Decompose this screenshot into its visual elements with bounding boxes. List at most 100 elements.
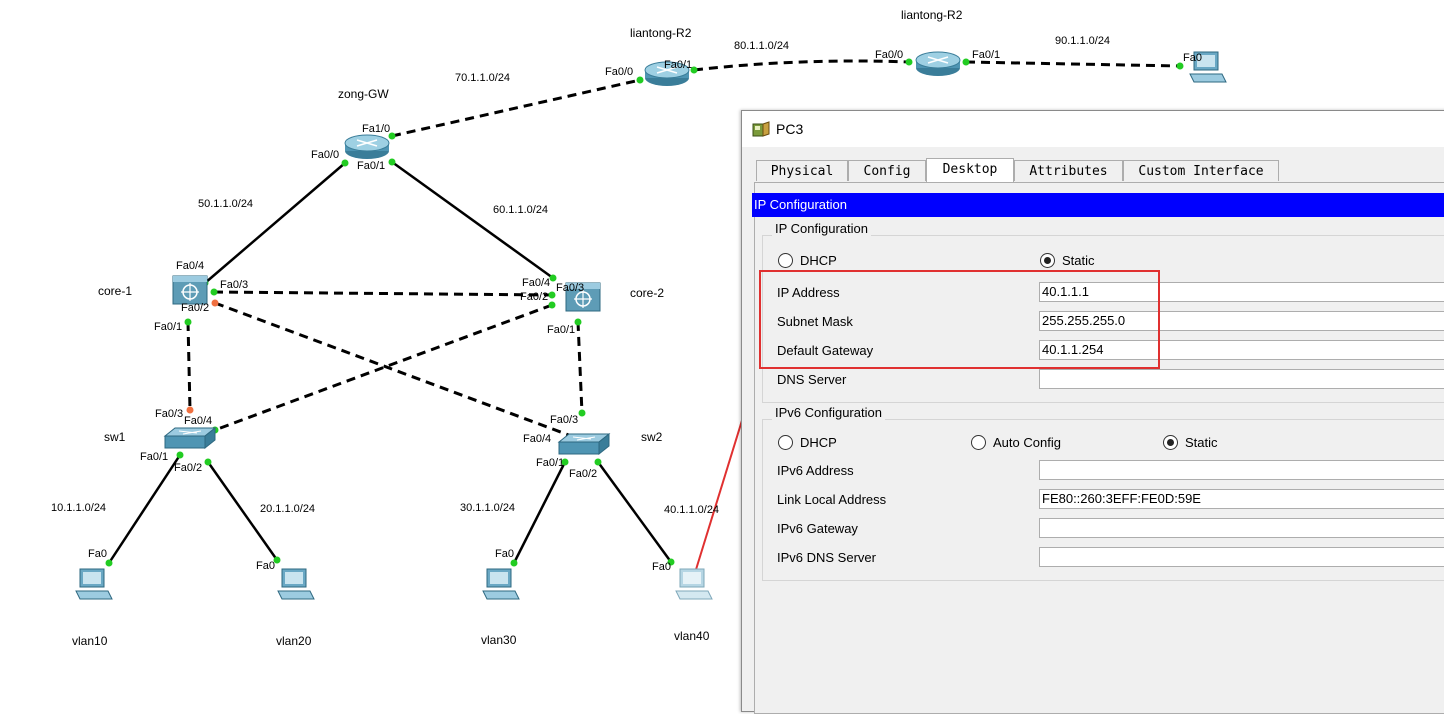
link-r2a-r2b — [693, 59, 910, 72]
port-label: Fa0/4 — [184, 415, 213, 427]
ipv4-group-title: IP Configuration — [772, 221, 871, 236]
ipv6-dhcp-label: DHCP — [800, 435, 837, 450]
link-core1-sw1 — [186, 321, 192, 411]
port-label: Fa0/1 — [357, 160, 386, 172]
subnet-label: 50.1.1.0/24 — [198, 198, 254, 210]
radio-selected-dot — [1167, 439, 1174, 446]
ipv4-static-radio[interactable] — [1040, 253, 1055, 268]
tab-physical[interactable]: Physical — [756, 160, 848, 181]
pc-icon — [1189, 51, 1227, 83]
window-titlebar[interactable]: PC3 — [742, 111, 1444, 147]
subnet-label: 80.1.1.0/24 — [734, 40, 790, 52]
port-label: Fa0 — [652, 561, 671, 573]
link-local-address-label: Link Local Address — [777, 492, 887, 507]
network-topology-canvas[interactable] — [0, 0, 1444, 687]
port-label: Fa0/0 — [605, 66, 634, 78]
default-gateway-field[interactable]: 40.1.1.254 — [1039, 340, 1444, 360]
device-label-vlan30: vlan30 — [481, 633, 517, 647]
subnet-label: 70.1.1.0/24 — [455, 72, 511, 84]
tab-config[interactable]: Config — [848, 160, 926, 181]
tab-attributes[interactable]: Attributes — [1014, 160, 1123, 181]
pc-icon — [75, 568, 113, 600]
port-label: Fa0/3 — [155, 408, 184, 420]
port-label: Fa0/2 — [520, 291, 549, 303]
ipv6-dns-server-field[interactable] — [1039, 547, 1444, 567]
window-title: PC3 — [776, 121, 804, 137]
port-label: Fa0/2 — [174, 462, 203, 474]
ipv4-dhcp-label: DHCP — [800, 253, 837, 268]
link-local-address-field[interactable]: FE80::260:3EFF:FE0D:59E — [1039, 489, 1444, 509]
port-label: Fa0/1 — [547, 324, 576, 336]
port-label: Fa1/0 — [362, 123, 391, 135]
device-label-core-2: core-2 — [630, 286, 665, 300]
device-label-zong-gw: zong-GW — [338, 87, 389, 101]
router-icon — [644, 61, 690, 86]
subnet-label: 30.1.1.0/24 — [460, 502, 516, 514]
device-label-sw2: sw2 — [641, 430, 663, 444]
link-r2b-pc — [965, 60, 1181, 68]
link-sw2-pc40 — [596, 461, 673, 563]
dns-server-field[interactable] — [1039, 369, 1444, 389]
switch-icon — [163, 426, 217, 450]
ip-address-label: IP Address — [777, 285, 840, 300]
port-label: Fa0/1 — [154, 321, 183, 333]
ip-address-field[interactable]: 40.1.1.1 — [1039, 282, 1444, 302]
subnet-label: 60.1.1.0/24 — [493, 204, 549, 216]
ipv6-gateway-field[interactable] — [1039, 518, 1444, 538]
port-label: Fa0/0 — [875, 49, 904, 61]
subnet-mask-field[interactable]: 255.255.255.0 — [1039, 311, 1444, 331]
ipv6-config-group — [762, 419, 1444, 581]
port-label: Fa0/0 — [311, 149, 340, 161]
link-gw-core1 — [204, 162, 346, 284]
port-label: Fa0/2 — [569, 468, 598, 480]
ipv6-auto-config-radio[interactable] — [971, 435, 986, 450]
pc3-window[interactable]: PC3 Physical Config Desktop Attributes C… — [741, 110, 1444, 714]
port-label: Fa0/1 — [664, 59, 693, 71]
ipv6-dhcp-radio[interactable] — [778, 435, 793, 450]
port-label: Fa0/3 — [556, 282, 585, 294]
multilayer-switch-icon — [172, 275, 208, 305]
ipv6-gateway-label: IPv6 Gateway — [777, 521, 858, 536]
router-icon — [915, 51, 961, 76]
port-label: Fa0/1 — [972, 49, 1001, 61]
port-label: Fa0/3 — [550, 414, 579, 426]
subnet-mask-label: Subnet Mask — [777, 314, 853, 329]
radio-selected-dot — [1044, 257, 1051, 264]
ipv6-group-title: IPv6 Configuration — [772, 405, 885, 420]
pc-icon — [277, 568, 315, 600]
ipv6-static-label: Static — [1185, 435, 1218, 450]
device-label-sw1: sw1 — [104, 430, 126, 444]
port-label: Fa0 — [256, 560, 275, 572]
link-status-dots-down — [186, 299, 219, 414]
subnet-label: 10.1.1.0/24 — [51, 502, 107, 514]
device-label-vlan20: vlan20 — [276, 634, 312, 648]
ipv4-dhcp-radio[interactable] — [778, 253, 793, 268]
ipv6-dns-server-label: IPv6 DNS Server — [777, 550, 876, 565]
tab-custom-interface[interactable]: Custom Interface — [1123, 160, 1279, 181]
link-sw1-pc20 — [206, 461, 279, 561]
ipv6-address-field[interactable] — [1039, 460, 1444, 480]
ipv6-address-label: IPv6 Address — [777, 463, 854, 478]
ipv6-auto-config-label: Auto Config — [993, 435, 1061, 450]
ip-configuration-header: IP Configuration — [752, 193, 1444, 217]
device-label-core-1: core-1 — [98, 284, 133, 298]
link-core1-sw2 — [214, 301, 583, 442]
subnet-label: 20.1.1.0/24 — [260, 503, 316, 515]
port-label: Fa0/4 — [522, 277, 551, 289]
tab-desktop[interactable]: Desktop — [926, 158, 1014, 182]
device-label-vlan10: vlan10 — [72, 634, 108, 648]
link-sw2-pc30 — [512, 461, 567, 564]
ipv6-static-radio[interactable] — [1163, 435, 1178, 450]
ipv4-static-label: Static — [1062, 253, 1095, 268]
subnet-label: 40.1.1.0/24 — [664, 504, 720, 516]
port-label: Fa0/2 — [181, 302, 210, 314]
subnet-label: 90.1.1.0/24 — [1055, 35, 1111, 47]
port-label: Fa0 — [1183, 52, 1202, 64]
device-label-liantong-r2: liantong-R2 — [630, 26, 692, 40]
link-gw-core2 — [391, 160, 554, 280]
switch-icon — [557, 432, 611, 456]
port-label: Fa0/4 — [176, 260, 205, 272]
pc-app-icon — [752, 121, 770, 137]
port-label: Fa0 — [88, 548, 107, 560]
link-sw1-pc10 — [107, 454, 182, 564]
